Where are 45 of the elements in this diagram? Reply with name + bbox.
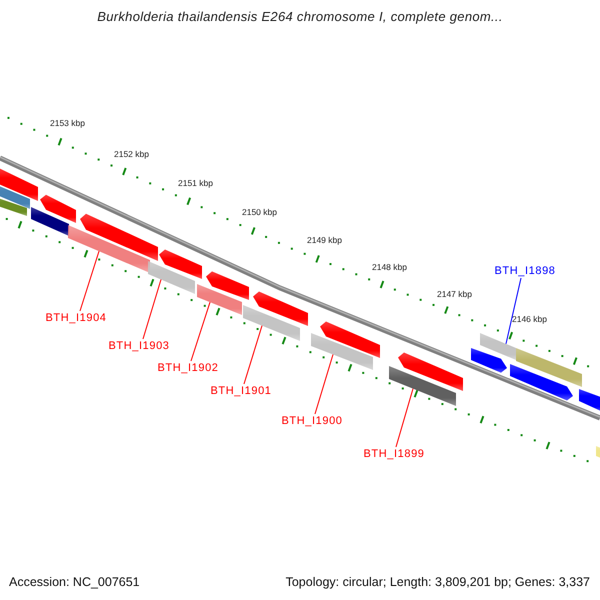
gene-bar <box>0 196 27 216</box>
scale-label: 2151 kbp <box>178 178 213 188</box>
gene-bar <box>31 207 69 236</box>
chart-title: Burkholderia thailandensis E264 chromosome I, complete genom... <box>96 9 504 24</box>
gene-bar <box>480 333 516 360</box>
accession-text: Accession: NC_007651 <box>9 575 140 589</box>
gene-label: BTH_I1899 <box>363 448 425 460</box>
scale-label: 2149 kbp <box>307 235 342 245</box>
gene-feature <box>253 292 308 326</box>
gene-bar <box>148 261 195 294</box>
gene-feature <box>40 194 76 223</box>
leader-line <box>506 278 522 344</box>
scale-label: 2152 kbp <box>114 149 149 159</box>
genome-stats: Topology: circular; Length: 3,809,201 bp; Genes: 3,337 <box>286 575 590 589</box>
gene-feature <box>579 389 600 412</box>
gene-label: BTH_I1902 <box>157 362 219 374</box>
gene-label: BTH_I1898 <box>494 265 556 277</box>
gene-bar <box>389 366 456 406</box>
gene-label: BTH_I1901 <box>210 385 272 397</box>
scale-label: 2153 kbp <box>50 118 85 128</box>
gene-label: BTH_I1903 <box>108 340 170 352</box>
gene-feature <box>80 214 158 261</box>
gene-feature <box>320 322 380 358</box>
gene-feature <box>398 352 463 391</box>
gene-bar <box>311 333 373 370</box>
leader-line <box>396 388 414 448</box>
leader-line <box>142 279 162 340</box>
leader-line <box>190 302 210 362</box>
leader-line <box>244 325 262 384</box>
gene-label: BTH_I1904 <box>45 312 107 324</box>
leader-line <box>80 250 100 312</box>
scale-label: 2148 kbp <box>372 262 407 272</box>
scale-label: 2146 kbp <box>512 314 547 324</box>
gene-feature <box>159 250 202 279</box>
gene-feature <box>206 271 249 300</box>
gene-feature <box>471 348 507 373</box>
scale-label: 2150 kbp <box>242 207 277 217</box>
gene-bar <box>516 348 582 387</box>
leader-line <box>314 354 334 414</box>
gene-bar <box>243 305 300 341</box>
gene-bar <box>197 284 242 315</box>
scale-label: 2147 kbp <box>437 289 472 299</box>
gene-bar <box>68 225 150 273</box>
gene-label: BTH_I1900 <box>281 415 343 427</box>
gene-feature <box>510 364 573 400</box>
